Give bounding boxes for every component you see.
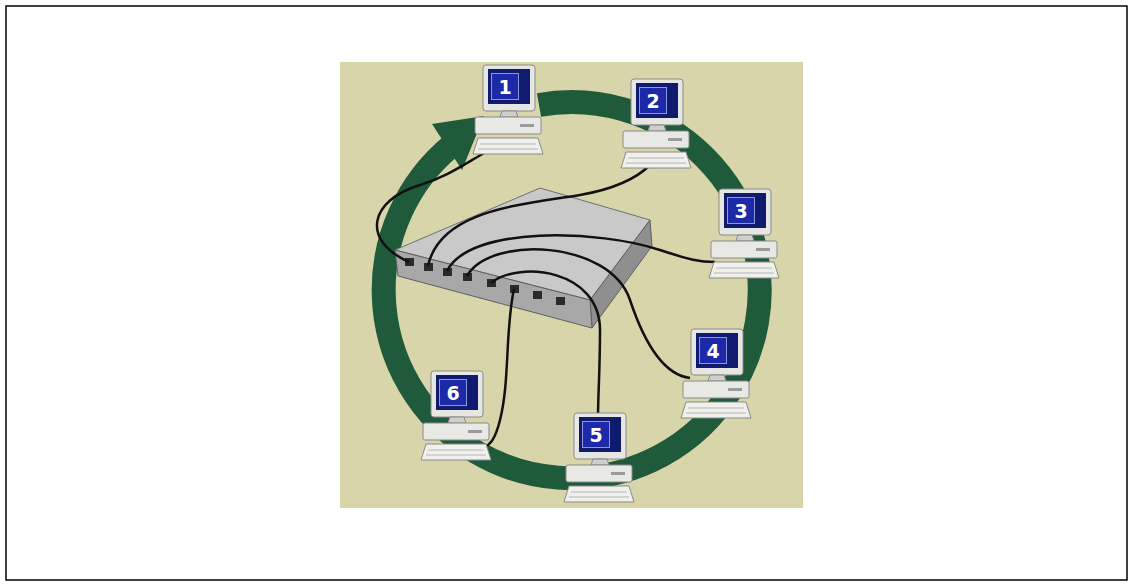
- hub: [395, 188, 652, 328]
- callout-number: 5: [582, 421, 610, 448]
- callout-number: 1: [491, 73, 519, 100]
- ring-arrow: [384, 102, 760, 478]
- computer: 3: [708, 188, 780, 280]
- computer: 6: [420, 370, 492, 462]
- callout-number: 4: [699, 337, 727, 364]
- callout-number: 2: [639, 87, 667, 114]
- callout-number: 3: [727, 197, 755, 224]
- computer: 5: [563, 412, 635, 504]
- computer: 4: [680, 328, 752, 420]
- callout-number: 6: [439, 379, 467, 406]
- frame: [6, 6, 1127, 580]
- cables: [377, 150, 715, 448]
- background-panel: [340, 62, 803, 508]
- computer: 1: [472, 64, 544, 156]
- computer: 2: [620, 78, 692, 170]
